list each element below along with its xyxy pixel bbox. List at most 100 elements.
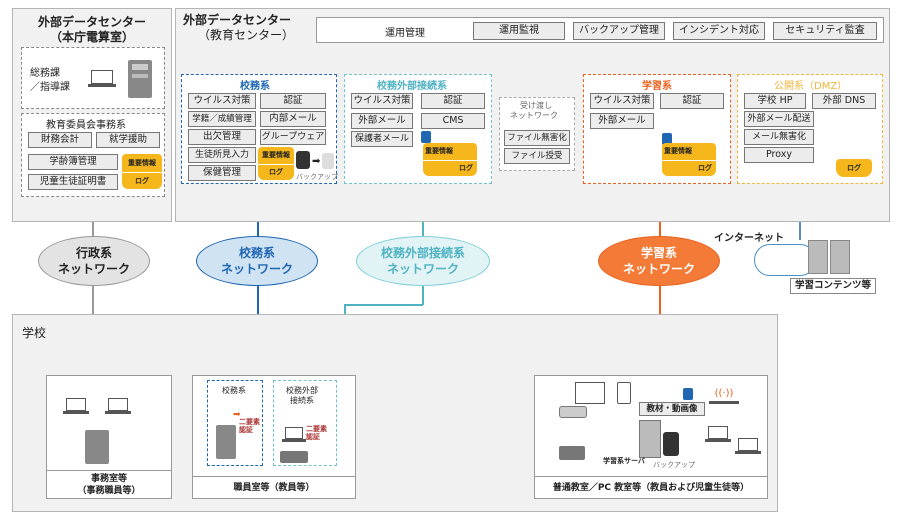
contents-box: 学習コンテンツ等	[790, 278, 876, 294]
office-line2: （事務職員等）	[77, 486, 141, 496]
gaibu-log-label: ログ	[423, 160, 477, 176]
koumu-net-line1: 校務系	[238, 246, 275, 260]
koukai-dns: 外部 DNS	[812, 93, 876, 109]
cell-aid: 就学援助	[96, 132, 160, 148]
laptop-icon-staff	[282, 427, 306, 445]
right-dc-title-line2: （教育センター）	[198, 28, 295, 42]
staff-koumu-label: 校務系	[222, 386, 246, 395]
staff-room-box: 校務系 ➡ 二要素 認証 校務外部 接続系 二要素 認証 職員室等（教員等）	[192, 375, 356, 499]
gaibu-important-label: 重要情報	[423, 143, 477, 160]
gaibu-parent-mail: 保護者メール	[351, 131, 413, 147]
backup-icon-class	[663, 432, 679, 456]
koukai-log-icon: ログ	[836, 159, 872, 177]
two-factor-1-line2: 認証	[239, 426, 253, 434]
file-exchange: ファイル授受	[504, 148, 570, 164]
koumu-health: 保健管理	[188, 165, 256, 181]
gaibu-lock-icon	[421, 131, 431, 143]
staff-room-label: 職員室等（教員等）	[193, 476, 355, 495]
screen-icon	[575, 382, 605, 404]
ukewatashi-box: 受け渡し ネットワーク ファイル無害化 ファイル授受	[499, 97, 575, 171]
gakushu-net-line1: 学習系	[640, 246, 677, 260]
gaibu-net-line1: 校務外部接続系	[380, 246, 465, 260]
gakushu-mail: 外部メール	[590, 113, 654, 129]
koumu-net-line2: ネットワーク	[220, 262, 293, 276]
dept-label-line2: ／指導課	[30, 82, 70, 93]
gakushu-box: 学習系 ウイルス対策 認証 外部メール 重要情報 ログ	[583, 74, 731, 184]
log-label: ログ	[122, 172, 162, 189]
backup-label: バックアップ	[296, 173, 338, 181]
ops-monitor: 運用監視	[473, 22, 565, 40]
koukai-title: 公開系（DMZ）	[774, 81, 848, 92]
gakushu-important-label: 重要情報	[662, 143, 716, 160]
materials-box: 教材・動画像	[639, 402, 705, 416]
gaibu-auth: 認証	[421, 93, 485, 109]
two-factor-1-line1: 二要素	[239, 418, 260, 426]
two-factor-2-line2: 認証	[306, 433, 320, 441]
koumu-virus: ウイルス対策	[188, 93, 256, 109]
dept-box: 総務課 ／指導課	[21, 47, 165, 109]
two-factor-1: 二要素 認証	[239, 418, 260, 434]
gyosei-line1: 行政系	[75, 246, 112, 260]
koumu-db-icon: 重要情報 ログ	[258, 147, 294, 181]
laptop-icon-class-2	[735, 438, 761, 456]
koumu-box: 校務系 ウイルス対策 認証 学籍／成績管理 内部メール 出欠管理 グループウェア…	[181, 74, 338, 184]
cell-certificate: 児童生徒証明書	[28, 174, 118, 190]
classroom-label: 普通教室／PC 教室等（教員および児童生徒等）	[535, 476, 767, 495]
gakushu-db-icon: 重要情報 ログ	[662, 143, 716, 177]
laptop-icon	[88, 70, 116, 90]
gakushu-log-label: ログ	[662, 160, 716, 176]
gaibu-network: 校務外部接続系 ネットワーク	[356, 236, 490, 286]
printer-icon-class	[559, 446, 585, 460]
internet-label: インターネット	[714, 233, 784, 244]
koumu-mail: 内部メール	[260, 111, 326, 127]
ops-title: 運用管理	[385, 28, 425, 39]
backup-icon: ➡ バックアップ	[296, 151, 338, 181]
board-box: 教育委員会事務系 財務会計 就学援助 学齢簿管理 児童生徒証明書 重要情報 ログ	[21, 113, 165, 197]
laptop-icon-2	[105, 398, 131, 416]
two-factor-2: 二要素 認証	[306, 425, 327, 441]
gakushu-auth: 認証	[660, 93, 724, 109]
koukai-proxy: Proxy	[744, 147, 814, 163]
server-icon-2	[830, 240, 850, 274]
gakushu-lock-icon	[662, 133, 672, 145]
server-label: 学習系サーバ	[603, 457, 645, 465]
printer-icon	[85, 430, 109, 464]
gaibu-title: 校務外部接続系	[377, 81, 447, 92]
gaibu-net-line2: ネットワーク	[386, 262, 459, 276]
ukewatashi-title-1: 受け渡し	[520, 101, 552, 110]
left-dc-title-line2: （本庁電算室）	[49, 30, 134, 44]
left-db-icon: 重要情報 ログ	[122, 154, 162, 190]
gakushu-virus: ウイルス対策	[590, 93, 654, 109]
koumu-grades: 学籍／成績管理	[188, 111, 256, 127]
left-datacenter-panel: 外部データセンター （本庁電算室） 総務課 ／指導課 教育委員会事務系 財務会計…	[12, 8, 172, 222]
office-line1: 事務室等	[90, 474, 127, 484]
koumu-groupware: グループウェア	[260, 129, 326, 145]
ops-audit: セキュリティ監査	[773, 22, 877, 40]
dept-label-line1: 総務課	[30, 68, 60, 79]
staff-gaibu-box: 校務外部 接続系 二要素 認証	[273, 380, 337, 466]
printer-icon	[128, 60, 152, 98]
gakushu-net-line2: ネットワーク	[622, 262, 695, 276]
gakushu-title: 学習系	[642, 81, 672, 92]
gaibu-virus: ウイルス対策	[351, 93, 413, 109]
left-dc-title-line1: 外部データセンター	[37, 15, 146, 29]
koumu-important-label: 重要情報	[258, 147, 294, 164]
ukewatashi-title-2: ネットワーク	[510, 111, 558, 120]
gaibu-db-icon: 重要情報 ログ	[423, 143, 477, 177]
classroom-box: ((·)) 教材・動画像 学習系サーバ バックアップ 普通教室／PC 教室等（教…	[534, 375, 768, 499]
right-dc-title-line1: 外部データセンター	[183, 13, 292, 27]
server-icon-class	[639, 420, 661, 458]
koukai-box: 公開系（DMZ） 学校 HP 外部 DNS 外部メール配送 メール無害化 Pro…	[737, 74, 883, 184]
cell-finance: 財務会計	[28, 132, 92, 148]
laptop-icon-1	[63, 398, 89, 416]
arrow-icon: ➡	[233, 410, 241, 420]
school-title: 学校	[22, 326, 47, 340]
koukai-hp: 学校 HP	[744, 93, 806, 109]
staff-gaibu-line2: 接続系	[290, 396, 314, 405]
koukai-mail-relay: 外部メール配送	[744, 111, 814, 127]
lock-icon	[683, 388, 693, 400]
gyosei-line2: ネットワーク	[57, 262, 130, 276]
office-label-box: 事務室等 （事務職員等）	[47, 470, 171, 498]
printer-icon-staff	[280, 451, 308, 463]
wifi-icon: ((·))	[709, 388, 739, 404]
